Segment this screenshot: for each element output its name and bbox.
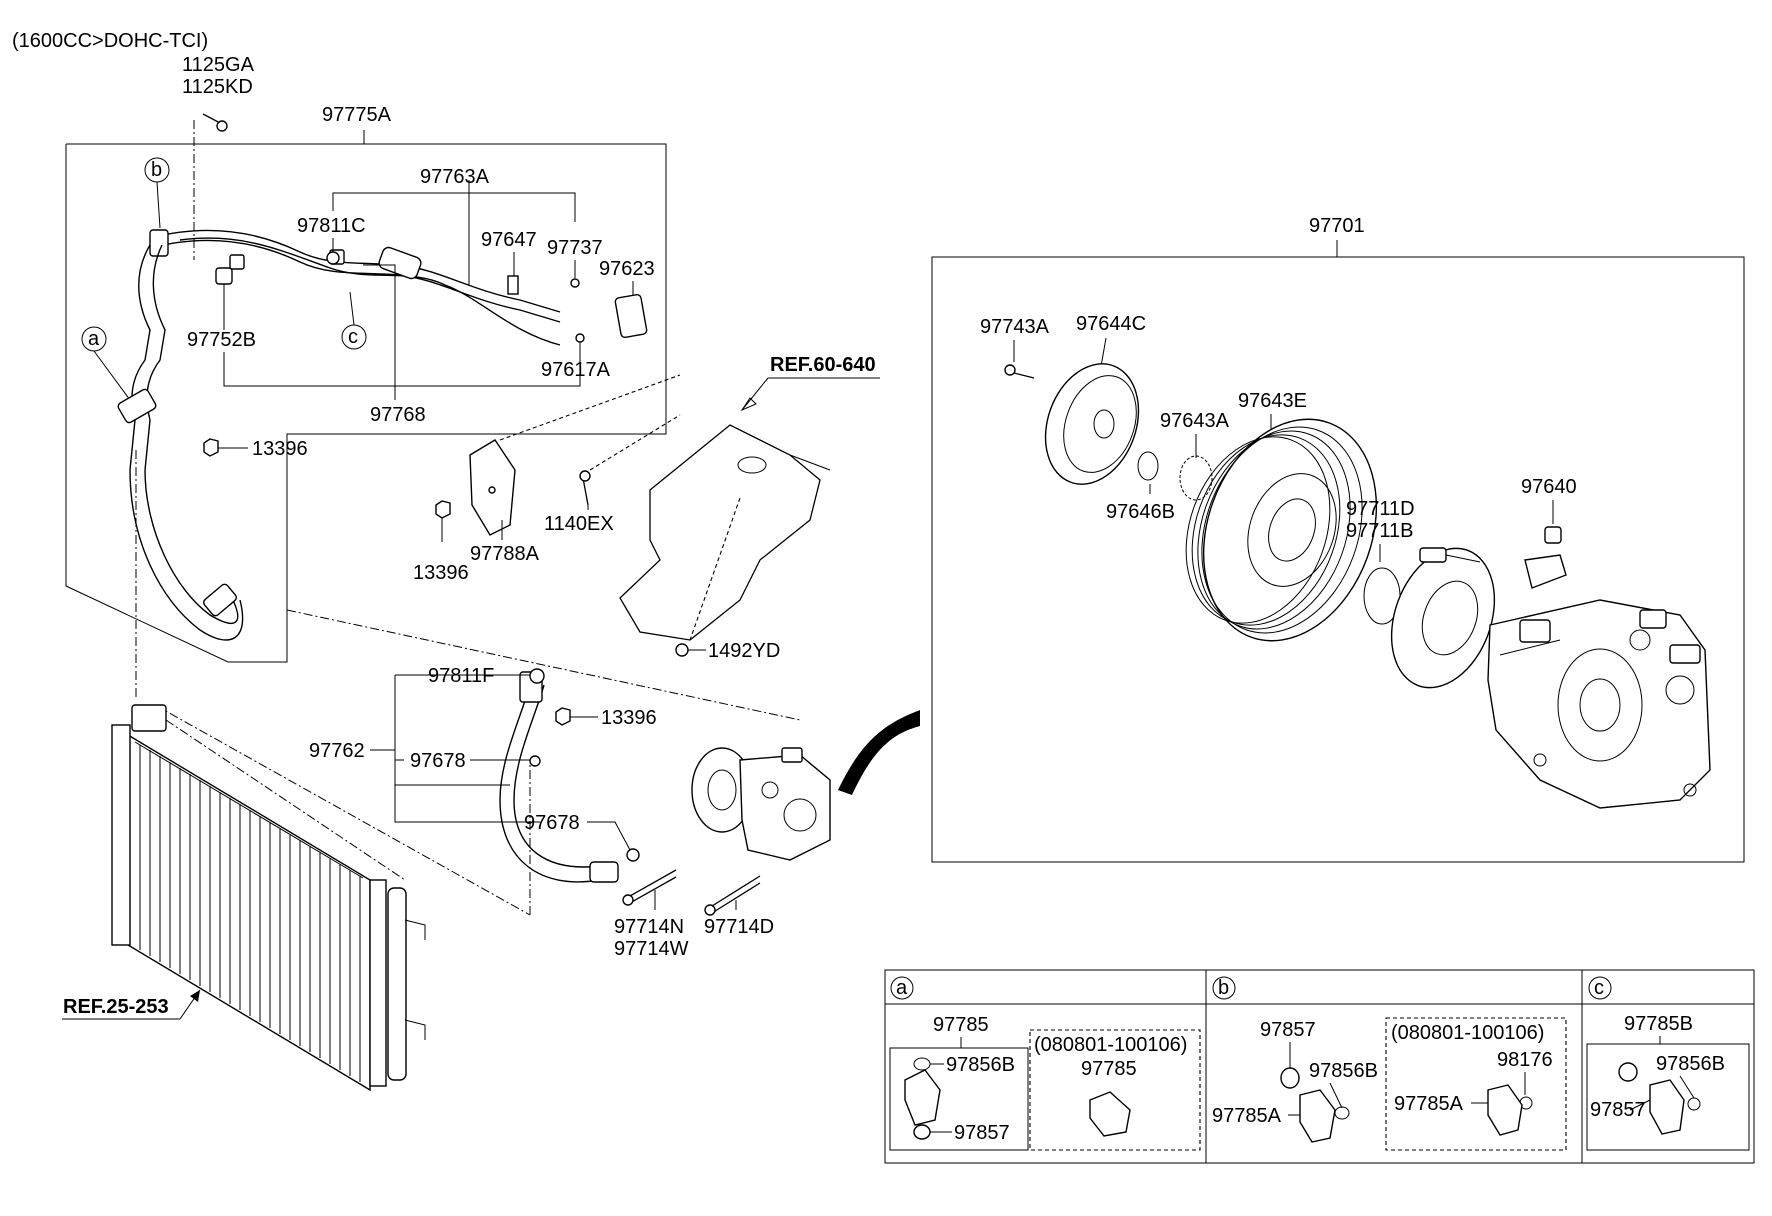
label-97643A: 97643A [1160,410,1230,432]
zoom-arrow [838,710,920,795]
pulley-97643E [1185,418,1378,642]
ref-25-253: REF.25-253 [63,996,169,1018]
callout-b-letter: b [151,159,162,181]
label-97714D: 97714D [704,916,774,938]
label-97646B: 97646B [1106,501,1175,523]
label-97647: 97647 [481,229,537,251]
detail-section-a: a 97785 97856B 97857 (080801-100106) 977… [889,976,1201,1151]
label-97743A: 97743A [980,316,1050,338]
detail-c-label-97857: 97857 [1590,1099,1646,1121]
bracket-97788A: 97788A 13396 [413,374,681,584]
detail-b-label-97857: 97857 [1260,1019,1316,1041]
label-97701: 97701 [1309,215,1365,237]
label-97678-a: 97678 [410,750,466,772]
detail-a-label-97856B: 97856B [946,1054,1015,1076]
label-97623: 97623 [599,258,655,280]
label-97678-b: 97678 [524,812,580,834]
detail-c-label-97856B: 97856B [1656,1053,1725,1075]
detail-b-label-97856B: 97856B [1309,1060,1378,1082]
snap-ring-97646B [1137,451,1159,481]
detail-b-range: (080801-100106) [1391,1022,1544,1044]
engine-note: (1600CC>DOHC-TCI) [12,30,208,52]
label-1125KD: 1125KD [182,76,253,98]
label-97711B: 97711B [1346,520,1413,542]
bolt-97743A [1004,364,1035,379]
valve-97640 [1524,526,1567,589]
label-97762: 97762 [309,740,365,762]
label-13396-mid: 13396 [413,562,469,584]
label-97737: 97737 [547,237,603,259]
body-panel-ref-60-640: REF.60-640 1492YD [619,354,880,662]
assembly-97775A: 97775A 1125GA 1125KD b a c [65,54,667,700]
label-97775A: 97775A [322,104,392,126]
bolt-1125 [202,113,228,132]
label-97788A: 97788A [470,543,540,565]
label-97752B: 97752B [187,329,256,351]
hose-97762: 97762 97811F 97678 97678 13396 [309,665,657,883]
shim-97643A [1179,455,1213,501]
detail-c-callout: c [1594,977,1604,999]
detail-c-label-97785B: 97785B [1624,1013,1693,1035]
label-97768: 97768 [370,404,426,426]
label-1125GA: 1125GA [182,54,255,76]
bolt-1140EX: 1140EX [544,414,681,535]
label-97811F: 97811F [428,665,494,687]
hose-97763A [149,229,561,346]
detail-a-label-97857: 97857 [954,1122,1010,1144]
nut-13396-mid [435,500,451,519]
label-97811C: 97811C [297,215,366,237]
label-97714W: 97714W [614,938,689,960]
detail-table: a 97785 97856B 97857 (080801-100106) 977… [884,969,1755,1164]
callout-a-letter: a [88,328,100,350]
bolts-97714: 97714N 97714W 97714D [614,869,774,960]
detail-b-callout: b [1218,977,1229,999]
detail-b-label-97785A: 97785A [1212,1105,1282,1127]
label-97763A: 97763A [420,166,490,188]
compressor-small [691,747,831,861]
hose-97768 [117,244,345,641]
ref-60-640: REF.60-640 [770,354,876,376]
detail-section-c: c 97785B 97856B 97857 [1586,976,1750,1151]
detail-b-label-98176: 98176 [1497,1049,1553,1071]
label-1492YD: 1492YD [708,640,780,662]
label-97643E: 97643E [1238,390,1307,412]
label-97714N: 97714N [614,916,684,938]
detail-section-b: b 97857 97856B 97785A (080801-100106) 98… [1212,976,1567,1151]
label-1140EX: 1140EX [544,513,614,535]
detail-frame [931,256,1745,863]
condenser-ref-25-253: REF.25-253 [62,704,426,1092]
label-13396-top: 13396 [252,438,308,460]
detail-a-label-97785: 97785 [933,1014,989,1036]
label-97711D: 97711D [1346,498,1415,520]
pressure-switch-97623 [614,293,648,339]
field-coil-97711 [1390,547,1496,689]
label-97617A: 97617A [541,359,611,381]
detail-b-label-97785A-alt: 97785A [1394,1093,1464,1115]
callout-c-letter: c [348,326,358,348]
detail-table-frame [884,969,1755,1164]
label-13396-low: 13396 [601,707,657,729]
detail-a-range: (080801-100106) [1034,1034,1187,1056]
assembly-frame [65,143,667,663]
nut-13396-low [555,707,571,726]
nut-13396-top [203,438,219,457]
hub-97644C [1044,363,1140,485]
detail-a-label-97785-alt: 97785 [1081,1058,1137,1080]
label-97640: 97640 [1521,476,1577,498]
compressor-detail-97701: 97701 97743A 97644C 97643E 97643A [931,215,1745,863]
label-97644C: 97644C [1076,313,1146,335]
detail-a-callout: a [896,977,908,999]
compressor-body-97701 [1487,599,1711,809]
